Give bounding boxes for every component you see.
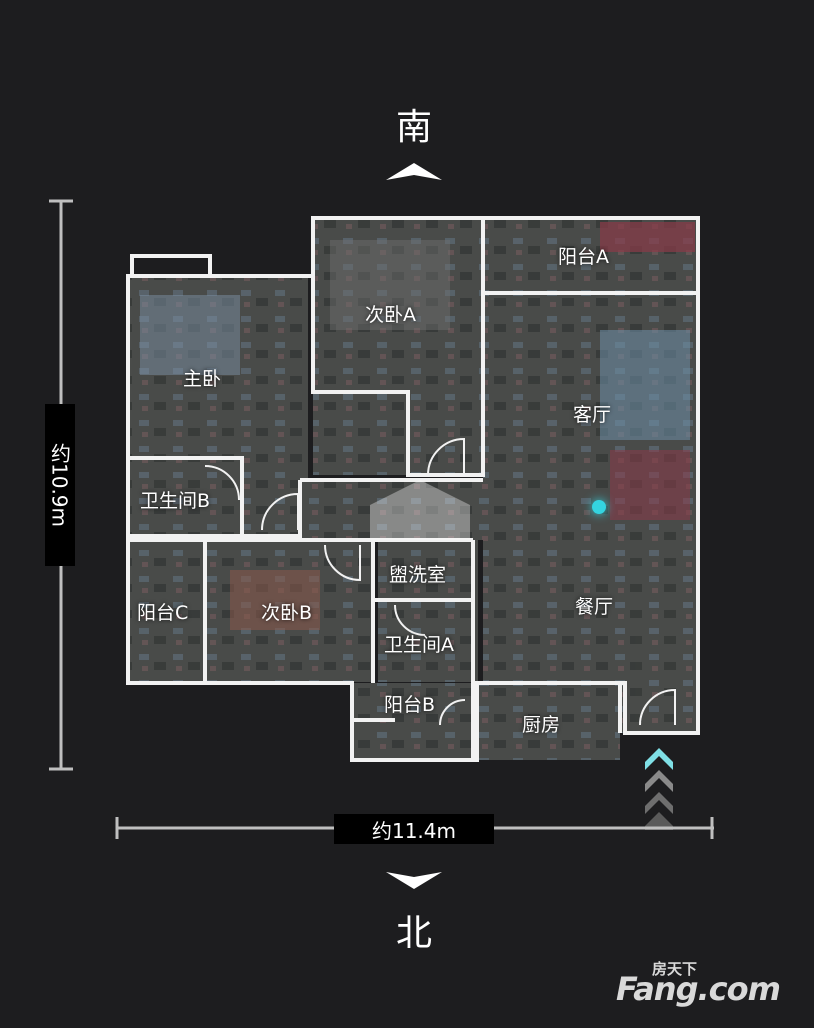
walls [126, 216, 700, 762]
room-label-washroom: 盥洗室 [389, 564, 447, 586]
center-emblem [370, 480, 470, 540]
door-swings [204, 437, 676, 726]
compass-up-arrow-icon [386, 163, 442, 180]
room-label-bathroom-a: 卫生间A [384, 634, 454, 656]
width-dimension-label: 约11.4m [334, 814, 494, 844]
compass-south-label: 南 [395, 107, 432, 148]
room-label-balcony-a: 阳台A [558, 246, 609, 268]
room-label-balcony-b: 阳台B [384, 694, 436, 716]
room-label-bathroom-b: 卫生间B [140, 490, 211, 512]
height-dimension-label: 约10.9m [45, 404, 75, 566]
room-label-bedroom2-b: 次卧B [261, 602, 313, 624]
compass-down-arrow-icon [386, 872, 442, 889]
room-label-master-bedroom: 主卧 [183, 368, 222, 390]
room-label-balcony-c: 阳台C [137, 602, 189, 624]
room-label-kitchen: 厨房 [522, 714, 561, 736]
compass-north-label: 北 [395, 913, 432, 954]
room-label-dining-room: 餐厅 [575, 596, 614, 618]
entrance-arrow-icon [645, 748, 673, 830]
room-label-living-room: 客厅 [573, 404, 612, 426]
watermark-cn: 房天下 [652, 960, 698, 978]
watermark-logo: Fang.com [616, 970, 781, 1008]
room-label-bedroom2-a: 次卧A [365, 304, 416, 326]
current-position-marker [592, 500, 606, 514]
furniture-accents [140, 222, 695, 630]
